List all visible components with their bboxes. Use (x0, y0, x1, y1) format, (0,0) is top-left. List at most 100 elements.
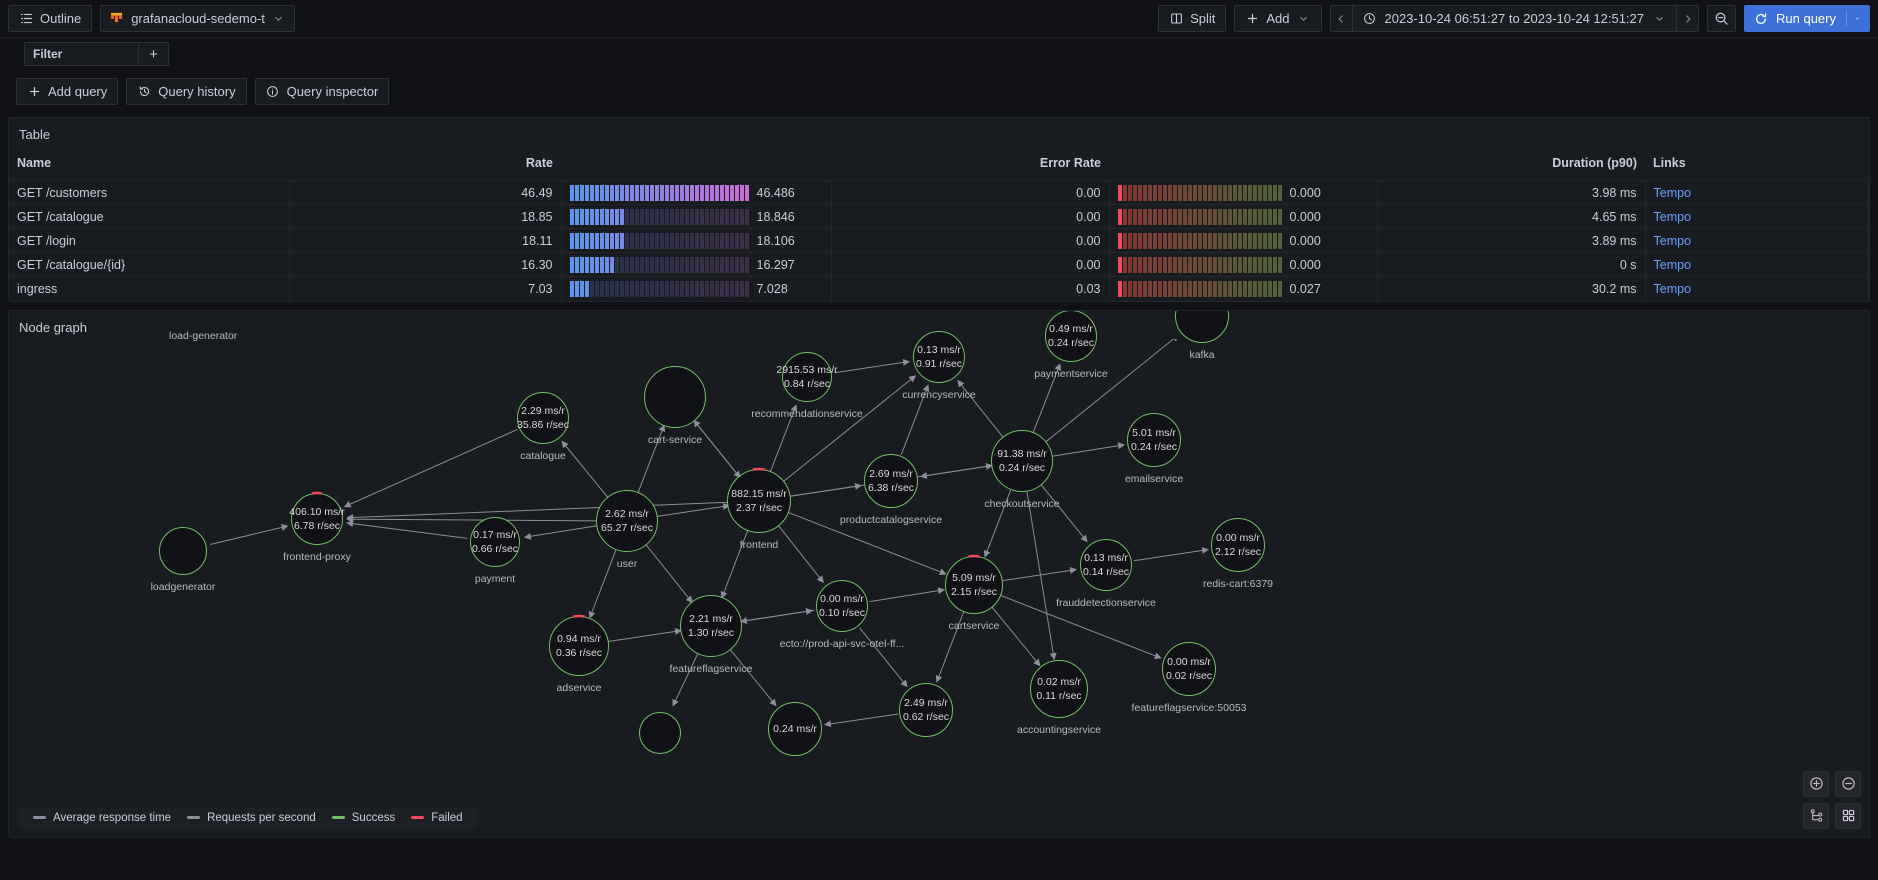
node-label: recommendationservice (751, 407, 863, 420)
legend-item[interactable]: Success (331, 812, 395, 824)
node-graph-edge (644, 542, 693, 603)
cell-links[interactable]: Tempo (1645, 228, 1869, 253)
col-header-error-rate[interactable]: Error Rate (831, 150, 1109, 181)
node-ring (727, 468, 791, 533)
col-header-name[interactable]: Name (9, 150, 289, 181)
tempo-link[interactable]: Tempo (1653, 233, 1692, 248)
cell-duration: 30.2 ms (1377, 276, 1646, 301)
zoom-out-button[interactable] (1835, 770, 1861, 797)
cell-name: GET /catalogue (9, 204, 290, 229)
cell-name: ingress (9, 276, 290, 301)
chevron-down-icon[interactable] (1846, 11, 1860, 26)
legend-item[interactable]: Requests per second (187, 812, 316, 824)
cell-rate: 46.49 (289, 180, 562, 205)
node-graph-edge (859, 626, 908, 687)
cell-error-sparkline: 0.000 (1109, 180, 1378, 205)
node-ring (1045, 310, 1097, 362)
node-graph-canvas[interactable]: load-generator loadgenerator 406.10 ms/r… (9, 310, 1869, 837)
add-button[interactable]: Add (1234, 5, 1322, 32)
col-header-links[interactable]: Links (1645, 150, 1869, 181)
node-graph-edge (636, 423, 666, 495)
node-ring (1162, 641, 1216, 696)
query-editor-zone: Filter + Add query Query history Query i… (0, 38, 1878, 117)
layout-hierarchy-button[interactable] (1803, 802, 1829, 829)
layout-grid-button[interactable] (1835, 802, 1861, 829)
node-label: frontend-proxy (283, 550, 351, 563)
add-query-button[interactable]: Add query (16, 78, 119, 105)
cell-duration: 4.65 ms (1377, 204, 1646, 229)
cell-links[interactable]: Tempo (1645, 204, 1869, 229)
cell-duration: 3.98 ms (1377, 180, 1646, 205)
node-ring (680, 594, 742, 657)
tempo-link[interactable]: Tempo (1653, 185, 1692, 200)
add-label: Add (1266, 11, 1290, 26)
cell-rate: 18.11 (289, 228, 562, 253)
node-graph-edge (346, 519, 468, 539)
tempo-link[interactable]: Tempo (1653, 257, 1692, 272)
node-label: user (616, 557, 638, 570)
time-range-next-button[interactable] (1676, 6, 1698, 31)
node-graph-edge (834, 358, 911, 373)
cell-rate: 7.03 (289, 276, 562, 301)
tempo-link[interactable]: Tempo (1653, 281, 1692, 296)
zoom-in-button[interactable] (1803, 770, 1829, 797)
time-range-display[interactable]: 2023-10-24 06:51:27 to 2023-10-24 12:51:… (1353, 6, 1677, 31)
node-label: currencyservice (902, 388, 976, 401)
cell-error-sparkline: 0.000 (1109, 204, 1378, 229)
time-range-label: 2023-10-24 06:51:27 to 2023-10-24 12:51:… (1384, 11, 1645, 26)
tempo-link[interactable]: Tempo (1653, 209, 1692, 224)
time-range-picker[interactable]: 2023-10-24 06:51:27 to 2023-10-24 12:51:… (1329, 5, 1700, 32)
node-error-arc (311, 491, 323, 495)
node-label: emailservice (1124, 472, 1184, 485)
node-graph-edge (1001, 566, 1078, 581)
node-graph-edge (561, 440, 610, 500)
col-header-duration[interactable]: Duration (p90) (1377, 150, 1645, 181)
cell-name: GET /catalogue/{id} (9, 252, 290, 277)
node-ring (1080, 538, 1132, 591)
floating-node-label: load-generator (169, 329, 238, 342)
run-query-button[interactable]: Run query (1744, 5, 1870, 32)
zoom-out-time-button[interactable] (1707, 5, 1737, 32)
cell-duration: 3.89 ms (1377, 228, 1646, 253)
outline-button[interactable]: Outline (8, 5, 93, 32)
node-graph-edge (1043, 338, 1180, 444)
legend-item[interactable]: Average response time (33, 812, 171, 824)
run-query-label: Run query (1776, 11, 1836, 26)
cell-links[interactable]: Tempo (1645, 252, 1869, 277)
node-graph-edge (775, 522, 824, 583)
node-graph-edge (780, 374, 917, 484)
col-header-rate[interactable]: Rate (289, 150, 561, 181)
node-graph-edge (728, 646, 777, 706)
add-filter-button[interactable]: + (139, 42, 169, 66)
query-history-button[interactable]: Query history (126, 78, 247, 105)
filter-input[interactable]: Filter (24, 42, 139, 66)
node-error-arc (573, 614, 585, 618)
node-graph-edge (900, 383, 930, 455)
legend-label: Failed (431, 811, 463, 824)
legend-item[interactable]: Failed (411, 811, 463, 824)
node-label: loadgenerator (150, 580, 216, 593)
clock-icon (1363, 12, 1377, 26)
outline-label: Outline (40, 11, 82, 26)
query-inspector-button[interactable]: Query inspector (254, 78, 390, 105)
cell-links[interactable]: Tempo (1645, 276, 1869, 301)
cell-links[interactable]: Tempo (1645, 180, 1869, 205)
node-ring (864, 453, 918, 508)
split-button[interactable]: Split (1158, 5, 1227, 32)
node-graph-edge (1031, 362, 1062, 435)
time-range-prev-button[interactable] (1331, 6, 1353, 31)
datasource-picker[interactable]: grafanacloud-sedemo-t (100, 5, 295, 32)
